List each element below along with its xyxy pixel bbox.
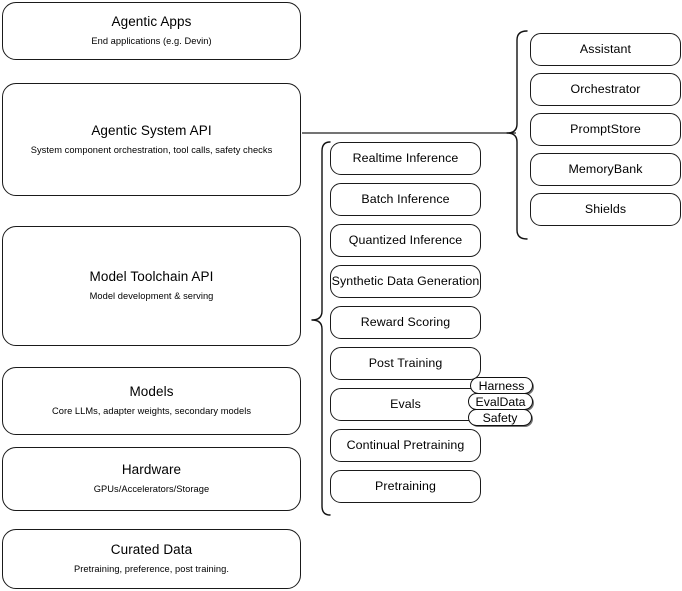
toolchain-item-realtime-inference[interactable]: Realtime Inference	[330, 142, 481, 175]
layer-title: Hardware	[121, 462, 182, 478]
toolchain-item-post-training[interactable]: Post Training	[330, 347, 481, 380]
middle-bracket-path	[311, 141, 331, 516]
system-item-label: Assistant	[579, 41, 632, 56]
toolchain-item-label: Realtime Inference	[352, 150, 459, 165]
layer-box-model-toolchain-api[interactable]: Model Toolchain API Model development & s…	[2, 226, 301, 346]
system-item-promptstore[interactable]: PromptStore	[530, 113, 681, 146]
toolchain-item-label: Post Training	[368, 355, 443, 370]
eval-badge-label: EvalData	[475, 394, 526, 409]
layer-subtitle: System component orchestration, tool cal…	[30, 144, 273, 155]
layer-title: Model Toolchain API	[89, 269, 214, 285]
layer-subtitle: Model development & serving	[89, 291, 214, 302]
toolchain-item-synthetic-data-generation[interactable]: Synthetic Data Generation	[330, 265, 481, 298]
toolchain-item-quantized-inference[interactable]: Quantized Inference	[330, 224, 481, 257]
layer-box-agentic-system-api[interactable]: Agentic System API System component orche…	[2, 83, 301, 196]
system-item-label: PromptStore	[570, 121, 641, 136]
system-item-label: Orchestrator	[570, 81, 641, 96]
toolchain-item-reward-scoring[interactable]: Reward Scoring	[330, 306, 481, 339]
eval-badge-label: Harness	[478, 378, 525, 393]
layer-title: Agentic System API	[91, 122, 212, 138]
right-bracket-path	[506, 30, 528, 240]
layer-subtitle: End applications (e.g. Devin)	[91, 36, 212, 47]
eval-badge-evaldata[interactable]: EvalData	[468, 393, 533, 410]
layer-subtitle: GPUs/Accelerators/Storage	[93, 484, 210, 495]
layer-title: Curated Data	[110, 542, 193, 558]
layer-title: Agentic Apps	[111, 14, 192, 30]
eval-badge-harness[interactable]: Harness	[470, 377, 533, 394]
system-item-assistant[interactable]: Assistant	[530, 33, 681, 66]
toolchain-item-label: Pretraining	[374, 478, 437, 493]
system-item-shields[interactable]: Shields	[530, 193, 681, 226]
toolchain-item-label: Continual Pretraining	[346, 437, 465, 452]
toolchain-item-label: Evals	[390, 396, 421, 411]
toolchain-item-label: Synthetic Data Generation	[331, 273, 480, 288]
layer-subtitle: Pretraining, preference, post training.	[74, 564, 229, 575]
eval-badge-safety[interactable]: Safety	[468, 409, 532, 426]
system-item-memorybank[interactable]: MemoryBank	[530, 153, 681, 186]
eval-badge-label: Safety	[482, 410, 518, 425]
toolchain-item-batch-inference[interactable]: Batch Inference	[330, 183, 481, 216]
system-item-label: Shields	[584, 201, 627, 216]
toolchain-item-label: Quantized Inference	[348, 232, 463, 247]
layer-subtitle: Core LLMs, adapter weights, secondary mo…	[51, 406, 252, 417]
layer-title: Models	[129, 384, 174, 400]
toolchain-item-continual-pretraining[interactable]: Continual Pretraining	[330, 429, 481, 462]
toolchain-item-pretraining[interactable]: Pretraining	[330, 470, 481, 503]
toolchain-item-label: Reward Scoring	[360, 314, 451, 329]
system-item-label: MemoryBank	[568, 161, 643, 176]
system-item-orchestrator[interactable]: Orchestrator	[530, 73, 681, 106]
toolchain-item-label: Batch Inference	[361, 191, 450, 206]
toolchain-item-evals[interactable]: Evals	[330, 388, 481, 421]
